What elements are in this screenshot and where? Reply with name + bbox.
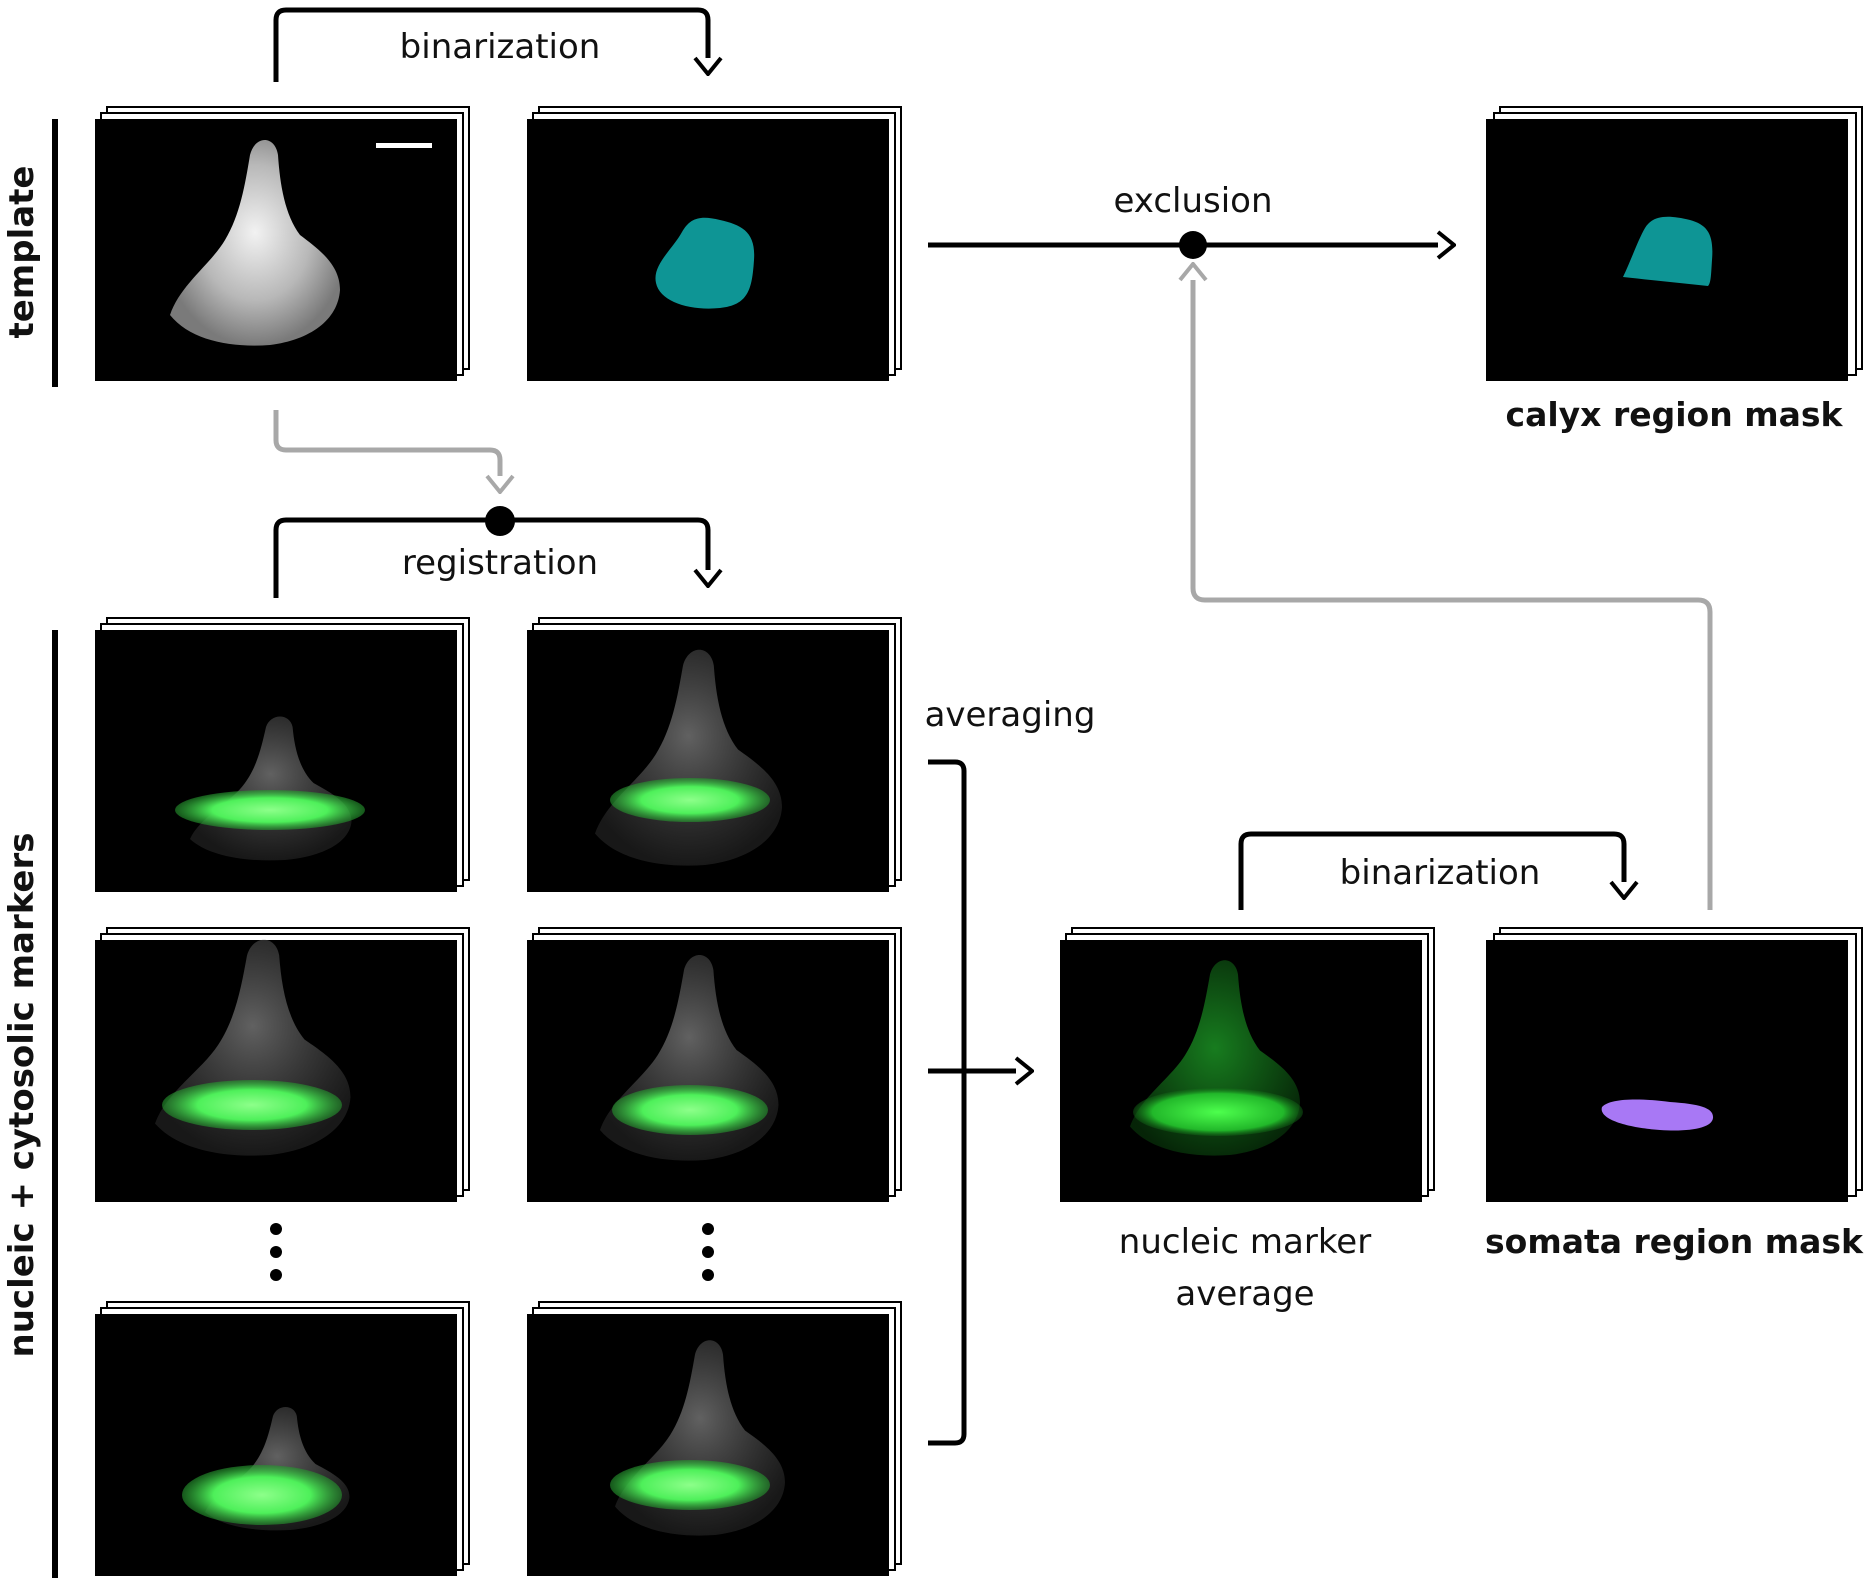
registration-label: registration (402, 543, 598, 583)
marker-stack-raw-1 (95, 617, 470, 892)
averaging-bracket (928, 759, 967, 1446)
teal-mask-shape (655, 217, 755, 309)
binarization-top-arrow (273, 7, 708, 82)
calyx-mask-label: calyx region mask (1506, 395, 1844, 434)
binarization-top-label: binarization (400, 27, 601, 67)
binarized-template-stack (527, 106, 902, 381)
marker-stack-registered-2 (527, 927, 902, 1202)
nucleic-average-label-line2: average (1175, 1274, 1314, 1314)
binarization-bottom-arrow (1238, 831, 1624, 910)
template-image-stack (95, 106, 470, 381)
markers-side-label: nucleic + cytosolic markers (2, 833, 42, 1358)
template-side-label: template (2, 166, 42, 339)
binarization-bottom-label: binarization (1340, 853, 1541, 893)
marker-stack-raw-2 (95, 927, 470, 1202)
ellipsis-left (270, 1223, 282, 1281)
exclusion-label: exclusion (1113, 181, 1272, 221)
registration-node (485, 506, 515, 536)
nucleic-average-stack (1060, 927, 1435, 1202)
averaging-label: averaging (925, 695, 1096, 735)
marker-stack-raw-3 (95, 1301, 470, 1576)
exclusion-node (1179, 231, 1207, 259)
somata-mask-shape (1601, 1099, 1714, 1131)
template-to-registration-arrow (273, 410, 500, 476)
marker-stack-registered-1 (527, 617, 902, 892)
scale-bar (376, 143, 432, 148)
somata-mask-stack (1486, 927, 1863, 1202)
somata-mask-label: somata region mask (1485, 1222, 1864, 1261)
template-bracket-bar (52, 119, 58, 387)
marker-stack-registered-3 (527, 1301, 902, 1576)
markers-bracket-bar (52, 630, 58, 1578)
somata-to-exclusion-arrow (1193, 280, 1713, 910)
ellipsis-right (702, 1223, 714, 1281)
calyx-mask-shape (1623, 216, 1713, 286)
nucleic-average-label-line1: nucleic marker (1119, 1222, 1371, 1262)
calyx-mask-stack (1486, 106, 1863, 381)
